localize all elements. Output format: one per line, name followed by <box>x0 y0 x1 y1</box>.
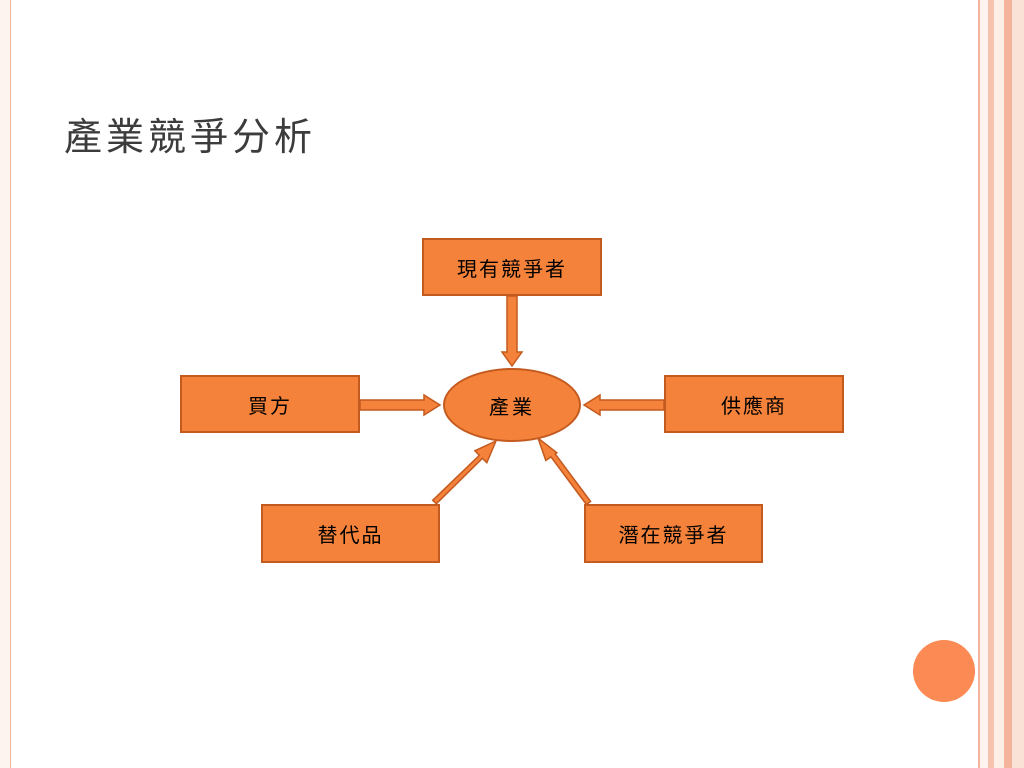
arrow-bottom-left-to-center <box>431 439 498 505</box>
left-frame-border <box>0 0 11 768</box>
slide-title: 產業競爭分析 <box>64 115 317 159</box>
frame-stripe <box>1004 0 1012 768</box>
arrow-right-to-center <box>582 393 665 417</box>
frame-stripe <box>994 0 1004 768</box>
node-buyers: 買方 <box>180 375 360 433</box>
frame-stripe <box>980 0 988 768</box>
right-frame-stripes <box>978 0 1024 768</box>
arrow-bottom-right-to-center <box>536 435 592 506</box>
node-suppliers: 供應商 <box>664 375 844 433</box>
frame-stripe <box>1012 0 1024 768</box>
node-existing-competitors: 現有競爭者 <box>422 238 602 296</box>
node-industry: 產業 <box>443 368 581 442</box>
arrow-left-to-center <box>359 393 442 417</box>
arrow-top-to-center <box>500 295 524 368</box>
frame-stripe <box>988 0 994 768</box>
decorative-circle <box>913 640 975 702</box>
node-potential-competitors: 潛在競爭者 <box>584 504 763 563</box>
node-substitutes: 替代品 <box>261 504 440 563</box>
frame-stripe <box>978 0 980 768</box>
